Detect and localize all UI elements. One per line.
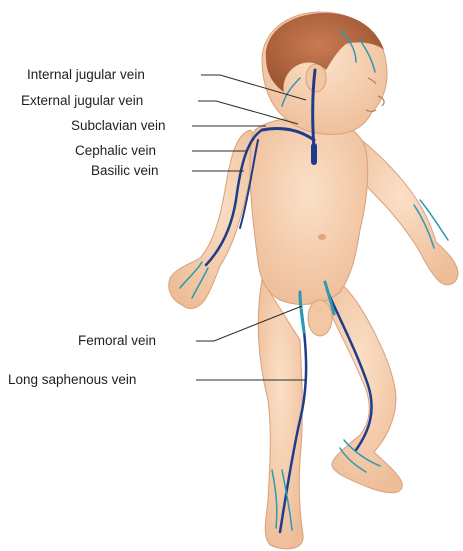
left-arm — [169, 130, 262, 309]
label-femoral-vein: Femoral vein — [78, 333, 156, 349]
label-long-saphenous-vein: Long saphenous vein — [8, 372, 136, 388]
label-external-jugular-vein: External jugular vein — [21, 93, 143, 109]
label-subclavian-vein: Subclavian vein — [71, 118, 166, 134]
genitals — [308, 300, 332, 336]
label-internal-jugular-vein: Internal jugular vein — [27, 67, 145, 83]
torso — [250, 117, 368, 304]
navel — [318, 234, 326, 240]
label-cephalic-vein: Cephalic vein — [75, 143, 156, 159]
ear — [306, 64, 326, 92]
label-basilic-vein: Basilic vein — [91, 163, 159, 179]
